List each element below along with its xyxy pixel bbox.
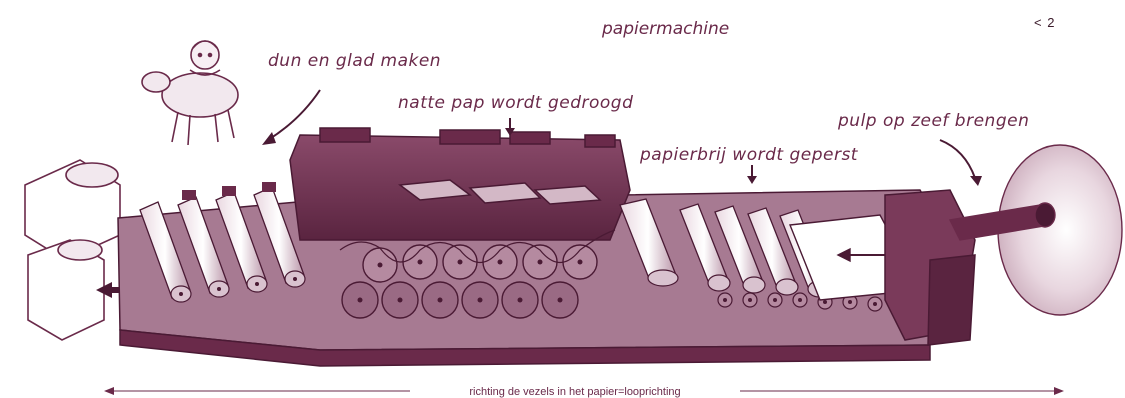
roller-axle	[848, 300, 852, 304]
cylinder-axle	[438, 298, 443, 303]
diagram-title: papiermachine	[601, 19, 729, 39]
roll-end	[776, 279, 798, 295]
roll-axle	[293, 277, 297, 281]
roller-axle	[823, 300, 827, 304]
cylinder-axle	[478, 298, 483, 303]
cylinder-axle	[498, 260, 503, 265]
roller-axle	[723, 298, 727, 302]
roller-axle	[748, 298, 752, 302]
roll-end	[708, 275, 730, 291]
roll-end	[648, 270, 678, 286]
cylinder-axle	[358, 298, 363, 303]
sheep-drawing	[142, 41, 238, 145]
drying-section-housing	[290, 128, 630, 240]
roll-bearing	[182, 190, 196, 200]
page-nav-button[interactable]: < 2	[1034, 15, 1055, 30]
cylinder-axle	[558, 298, 563, 303]
cylinder-axle	[378, 263, 383, 268]
cylinder-axle	[518, 298, 523, 303]
roll-axle	[179, 292, 183, 296]
cylinder-axle	[398, 298, 403, 303]
roller-axle	[798, 298, 802, 302]
roll-bearing	[222, 186, 236, 196]
label-drying: natte pap wordt gedroogd	[398, 93, 633, 113]
cylinder-axle	[538, 260, 543, 265]
finished-paper-rolls	[25, 160, 120, 340]
direction-caption: richting de vezels in het papier=loopric…	[469, 386, 680, 398]
label-smoothing: dun en glad maken	[268, 51, 441, 71]
roller-axle	[873, 302, 877, 306]
cylinder-axle	[458, 260, 463, 265]
roller-axle	[773, 298, 777, 302]
label-feeding: pulp op zeef brengen	[837, 111, 1029, 131]
roll-axle	[255, 282, 259, 286]
roll-bearing	[262, 182, 276, 192]
label-pressing: papierbrij wordt geperst	[639, 145, 859, 165]
cylinder-axle	[418, 260, 423, 265]
pulp-drum	[950, 145, 1122, 315]
headbox	[885, 190, 975, 345]
roll-end	[743, 277, 765, 293]
cylinder-axle	[578, 260, 583, 265]
roll-axle	[217, 287, 221, 291]
